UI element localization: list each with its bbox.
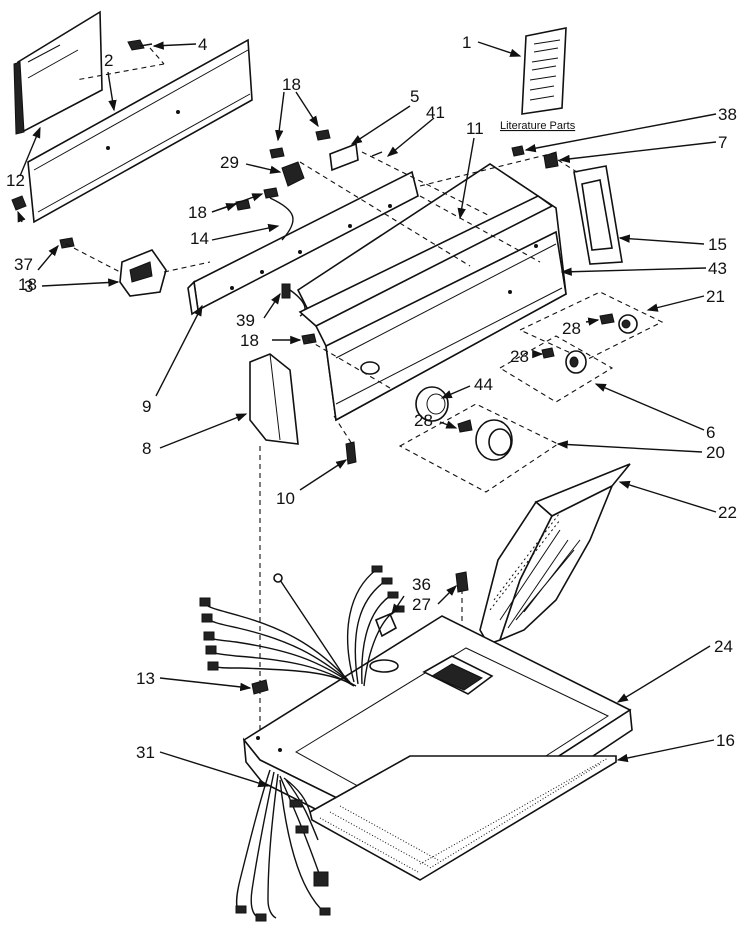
wire-harness-lower [235,769,331,922]
callout-11: 11 [466,119,484,138]
callout-29: 29 [220,153,239,172]
part-9-control-bracket [187,170,419,316]
part-44-ring [415,386,449,422]
callout-16: 16 [716,731,735,750]
callout-28-a: 28 [562,319,581,338]
callout-13: 13 [136,669,155,688]
callout-labels: 1 2 3 4 5 6 7 8 9 10 11 12 13 14 15 16 1… [6,33,737,762]
part-1-literature [521,27,567,115]
callout-12: 12 [6,171,25,190]
screw-4 [127,39,153,51]
screw-10 [345,441,357,465]
callout-28-b: 28 [510,347,529,366]
part-38-7-clips [511,145,559,169]
callout-44: 44 [474,375,493,394]
part-11-console [296,163,567,422]
callout-18-a: 18 [282,75,301,94]
callout-9: 9 [142,397,151,416]
callout-15: 15 [708,235,727,254]
part-3-terminal-block [119,249,167,297]
callout-2: 2 [104,51,113,70]
callout-38: 38 [718,105,737,124]
callout-8: 8 [142,439,151,458]
callout-3: 3 [24,277,33,296]
part-22-chute [479,463,631,645]
callout-18-d: 18 [240,331,259,350]
part-15-end-cap [573,165,623,265]
callout-28-c: 28 [414,411,433,430]
part-16-gasket [309,755,617,881]
callout-37: 37 [14,255,33,274]
callout-36: 36 [412,575,431,594]
part-8-end-cap [249,353,299,445]
part-5-41-component [329,142,383,172]
callout-18-c: 18 [18,275,37,294]
callout-21: 21 [706,287,725,306]
part-29-switch [281,161,305,187]
leader-lines [17,41,717,788]
screw-37 [11,195,27,211]
callout-22: 22 [718,503,737,522]
callout-7: 7 [718,133,727,152]
callout-14: 14 [190,229,209,248]
wire-14 [269,197,294,241]
callout-27: 27 [412,595,431,614]
knob-6-group [498,335,614,403]
callout-1: 1 [462,33,471,52]
part-2-back-panel [27,38,253,224]
callout-4: 4 [198,35,207,54]
knob-21-group [518,291,664,361]
callout-20: 20 [706,443,725,462]
callout-41: 41 [426,103,445,122]
callout-18-b: 18 [188,203,207,222]
callout-24: 24 [714,637,733,656]
callout-39: 39 [236,311,255,330]
callout-10: 10 [276,489,295,508]
literature-parts-label: Literature Parts [500,120,576,132]
callout-43: 43 [708,259,727,278]
part-12-panel [13,10,103,135]
callout-5: 5 [410,87,419,106]
callout-31: 31 [136,743,155,762]
part-36-27-clip [374,571,469,638]
knob-20-group [398,403,560,493]
callout-6: 6 [706,423,715,442]
part-13-clip [251,679,269,695]
